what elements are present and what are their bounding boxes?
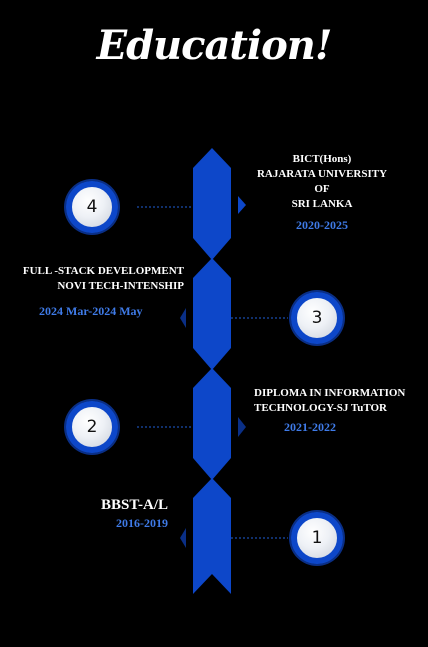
entry-2: DIPLOMA IN INFORMATION TECHNOLOGY-SJ TuT… xyxy=(254,386,419,416)
entry-3: FULL -STACK DEVELOPMENT NOVI TECH-INTENS… xyxy=(14,264,184,294)
entry-3-date-wrap: 2024 Mar-2024 May xyxy=(39,304,179,319)
timeline-segment-2 xyxy=(193,368,231,480)
entry-1-date: 2016-2019 xyxy=(116,516,168,530)
entry-4-line-2: RAJARATA UNIVERSITY OF xyxy=(256,168,388,195)
step-1-badge: 1 xyxy=(291,512,343,564)
entry-4-line-1: BICT(Hons) xyxy=(292,153,352,165)
entry-3-line-1: FULL -STACK DEVELOPMENT xyxy=(22,265,184,277)
pointer-tab xyxy=(238,417,246,437)
entry-2-line-1: DIPLOMA IN INFORMATION xyxy=(254,387,406,399)
entry-1-line-1: BBST-A/L xyxy=(101,497,168,513)
pointer-tab xyxy=(180,308,186,328)
entry-3-line-2: NOVI TECH-INTENSHIP xyxy=(57,280,184,292)
entry-1: BBST-A/L 2016-2019 xyxy=(40,496,168,531)
entry-2-date: 2021-2022 xyxy=(284,420,336,434)
pointer-tab xyxy=(180,528,186,548)
entry-4-date: 2020-2025 xyxy=(296,218,348,232)
entry-2-date-wrap: 2021-2022 xyxy=(284,420,384,435)
entry-3-date: 2024 Mar-2024 May xyxy=(39,304,143,318)
timeline-segment-3 xyxy=(193,258,231,370)
timeline-segment-1 xyxy=(193,478,231,594)
page-title: Education! xyxy=(96,22,333,69)
step-3-badge: 3 xyxy=(291,292,343,344)
pointer-tab xyxy=(238,196,246,214)
entry-2-line-2: TECHNOLOGY-SJ TuTOR xyxy=(254,402,387,414)
step-4-badge: 4 xyxy=(66,181,118,233)
step-2-badge: 2 xyxy=(66,401,118,453)
entry-4: BICT(Hons) RAJARATA UNIVERSITY OF SRI LA… xyxy=(252,152,392,233)
timeline-segment-4 xyxy=(193,148,231,260)
entry-4-line-3: SRI LANKA xyxy=(291,198,353,210)
